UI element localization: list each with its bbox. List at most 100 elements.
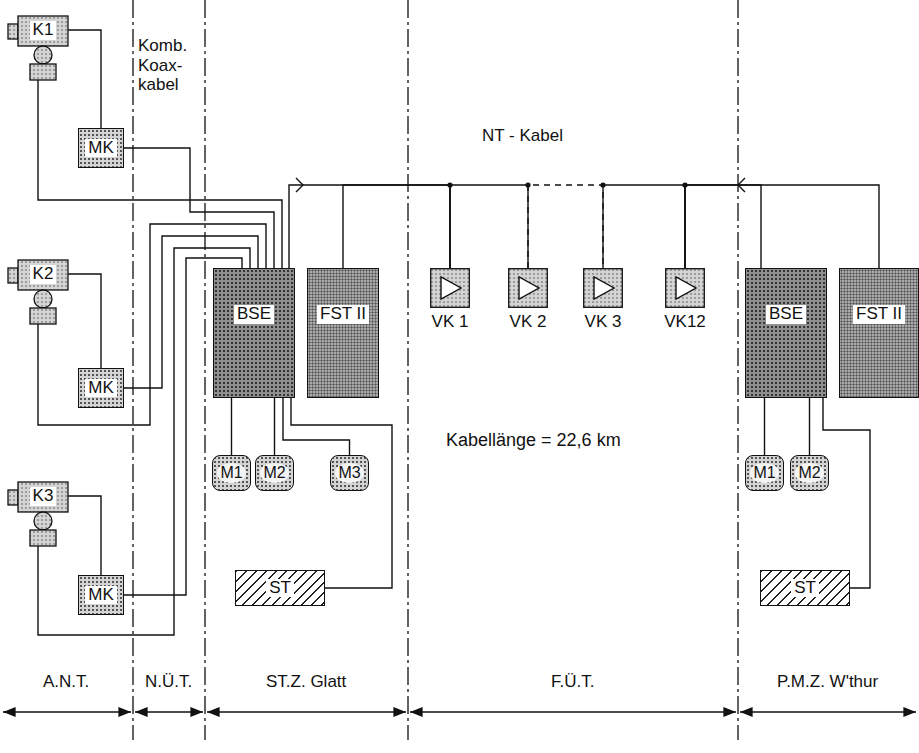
span-arrow xyxy=(135,711,203,712)
cable-junction xyxy=(682,182,687,187)
signal-line xyxy=(603,185,685,268)
node-label: MK xyxy=(85,379,117,398)
section-name: A.N.T. xyxy=(43,672,89,692)
bse-cabinet: BSE xyxy=(745,268,827,398)
camera-base xyxy=(30,308,56,324)
amplifier-triangle xyxy=(519,277,539,299)
signal-line xyxy=(764,398,765,455)
signal-line xyxy=(450,185,528,268)
signal-line xyxy=(685,185,761,268)
signal-line xyxy=(289,185,450,268)
node-label: MK xyxy=(85,586,117,605)
node-label: ST xyxy=(791,579,819,598)
node-label: BSE xyxy=(766,305,806,324)
signal-line xyxy=(38,80,282,268)
node-label: M2 xyxy=(260,463,288,483)
camera-base xyxy=(30,530,56,546)
camera-base xyxy=(30,64,56,80)
node-label: M1 xyxy=(750,463,778,483)
section-name: F.Ü.T. xyxy=(551,672,594,692)
amplifier-box: VK 1 xyxy=(430,268,470,308)
span-arrow xyxy=(410,711,736,712)
camera-mount xyxy=(34,512,52,530)
amplifier-triangle xyxy=(441,277,461,299)
node-label: K2 xyxy=(30,265,57,284)
node-label: K3 xyxy=(30,487,57,506)
node-label: K1 xyxy=(30,21,57,40)
node-label: FST II xyxy=(317,305,369,324)
camera-mount xyxy=(34,290,52,308)
node-label: ST xyxy=(266,579,294,598)
camera-symbol: K2 xyxy=(8,260,68,324)
node-label: M3 xyxy=(335,463,363,483)
fst-cabinet: FST II xyxy=(839,268,919,398)
amplifier-triangle xyxy=(676,277,696,299)
amplifier-outline xyxy=(665,268,705,308)
cable-junction xyxy=(447,182,452,187)
amplifier-box-outline xyxy=(666,269,705,308)
monitor-symbol: M1 xyxy=(745,455,784,491)
monitor-symbol: M2 xyxy=(790,455,829,491)
node-label: VK 2 xyxy=(510,313,547,332)
camera-lens xyxy=(8,490,18,505)
signal-line xyxy=(685,185,879,268)
mk-box: MK xyxy=(78,128,124,168)
signal-line xyxy=(68,496,101,575)
amplifier-box-outline xyxy=(431,269,470,308)
node-label: MK xyxy=(85,139,117,158)
section-name: N.Ü.T. xyxy=(145,672,192,692)
monitor-symbol: M3 xyxy=(330,455,369,491)
signal-line xyxy=(124,148,274,268)
camera-body xyxy=(18,260,68,290)
camera-lens xyxy=(8,268,18,283)
fst-cabinet: FST II xyxy=(307,268,379,398)
camera-body xyxy=(18,16,68,46)
amplifier-outline xyxy=(583,268,623,308)
section-divider xyxy=(132,0,133,740)
node-label: BSE xyxy=(234,305,274,324)
node-label: M1 xyxy=(217,463,245,483)
amplifier-box-outline xyxy=(509,269,548,308)
signal-line xyxy=(823,398,870,588)
signal-line xyxy=(291,398,392,588)
amplifier-outline xyxy=(430,268,470,308)
node-label: VK12 xyxy=(664,313,706,332)
signal-line xyxy=(809,398,810,455)
annotation: Kabellänge = 22,6 km xyxy=(446,430,621,451)
span-arrow xyxy=(207,711,406,712)
section-divider xyxy=(737,0,738,740)
monitor-symbol: M2 xyxy=(255,455,294,491)
st-unit: ST xyxy=(760,570,850,606)
st-unit: ST xyxy=(235,570,325,606)
section-name: P.M.Z. W'thur xyxy=(777,672,878,692)
node-label: VK 1 xyxy=(432,313,469,332)
mk-box: MK xyxy=(78,575,124,615)
bse-cabinet: BSE xyxy=(213,268,295,398)
cable-junction xyxy=(525,182,530,187)
amplifier-triangle xyxy=(594,277,614,299)
camera-mount xyxy=(34,46,52,64)
camera-body xyxy=(18,482,68,512)
amplifier-box: VK 2 xyxy=(508,268,548,308)
mk-box: MK xyxy=(78,368,124,408)
camera-lens xyxy=(8,24,18,39)
section-name: ST.Z. Glatt xyxy=(266,672,346,692)
amplifier-box-outline xyxy=(584,269,623,308)
signal-line xyxy=(274,398,275,455)
signal-line xyxy=(68,30,101,128)
monitor-symbol: M1 xyxy=(212,455,251,491)
signal-line xyxy=(283,398,350,455)
node-label: FST II xyxy=(853,305,905,324)
annotation: NT - Kabel xyxy=(482,126,563,146)
section-divider xyxy=(204,0,205,740)
span-arrow xyxy=(740,711,916,712)
node-label: M2 xyxy=(795,463,823,483)
span-arrow xyxy=(3,711,131,712)
node-label: VK 3 xyxy=(585,313,622,332)
section-divider xyxy=(407,0,408,740)
amplifier-outline xyxy=(508,268,548,308)
annotation: Komb. Koax- kabel xyxy=(138,36,200,95)
signal-line xyxy=(343,185,450,268)
